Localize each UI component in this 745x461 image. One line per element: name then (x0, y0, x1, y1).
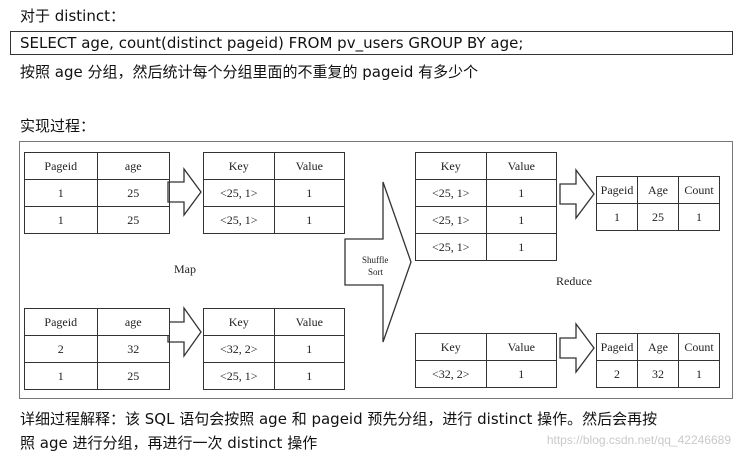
table-cell: <32, 2> (203, 335, 275, 363)
table-cell: 1 (485, 360, 557, 388)
table-cell: 32 (96, 335, 170, 363)
header-cell: Value (273, 152, 345, 180)
implementation-title: 实现过程： (20, 117, 96, 135)
table-cell: 1 (678, 360, 720, 388)
shuffle-label: Shuffle (362, 255, 389, 265)
table-cell: 1 (273, 335, 345, 363)
table-cell: 1 (24, 179, 98, 207)
arrows-layer (167, 167, 595, 374)
heading: 对于 distinct： (20, 7, 125, 25)
map-label: Map (174, 262, 196, 276)
table-cell: <25, 1> (203, 206, 275, 234)
table-cell: 25 (96, 179, 170, 207)
reduce-label: Reduce (556, 274, 592, 288)
header-cell: Age (637, 333, 679, 361)
sort-label: Sort (368, 267, 384, 277)
table-cell: 1 (273, 179, 345, 207)
table-cell: 25 (96, 206, 170, 234)
header-cell: Key (415, 152, 487, 180)
header-cell: Count (678, 333, 720, 361)
description: 按照 age 分组，然后统计每个分组里面的不重复的 pageid 有多少个 (20, 63, 479, 81)
header-cell: Value (485, 152, 557, 180)
table-cell: 1 (273, 206, 345, 234)
header-cell: Value (485, 333, 557, 361)
arrow-shuffle (344, 181, 412, 343)
arrow-result-bottom (559, 322, 595, 374)
header-cell: Key (415, 333, 487, 361)
table-cell: 25 (637, 203, 679, 231)
explanation-line-1: 详细过程解释：该 SQL 语句会按照 age 和 pageid 预先分组，进行 … (20, 410, 658, 428)
arrow-input-bottom (167, 305, 202, 359)
table-cell: 2 (596, 360, 638, 388)
header-cell: Key (203, 152, 275, 180)
arrow-result-top (559, 168, 595, 220)
table-cell: 1 (273, 362, 345, 390)
table-cell: 1 (596, 203, 638, 231)
header-cell: age (96, 308, 170, 336)
header-cell: Pageid (24, 152, 98, 180)
header-cell: Age (637, 176, 679, 204)
table-cell: 25 (96, 362, 170, 390)
table-cell: <25, 1> (415, 179, 487, 207)
table-cell: 1 (24, 362, 98, 390)
table-cell: <25, 1> (203, 362, 275, 390)
table-cell: 1 (485, 206, 557, 234)
header-cell: Pageid (24, 308, 98, 336)
table-cell: <32, 2> (415, 360, 487, 388)
header-cell: Count (678, 176, 720, 204)
table-cell: <25, 1> (415, 206, 487, 234)
table-cell: <25, 1> (203, 179, 275, 207)
table-cell: <25, 1> (415, 233, 487, 261)
table-cell: 1 (485, 179, 557, 207)
table-cell: 2 (24, 335, 98, 363)
table-cell: 32 (637, 360, 679, 388)
header-cell: Key (203, 308, 275, 336)
header-cell: Pageid (596, 333, 638, 361)
table-cell: 1 (678, 203, 720, 231)
sql-code-box: SELECT age, count(distinct pageid) FROM … (10, 31, 733, 55)
header-cell: age (96, 152, 170, 180)
table-cell: 1 (24, 206, 98, 234)
arrow-input-top (167, 167, 202, 217)
explanation-line-2: 照 age 进行分组，再进行一次 distinct 操作 (20, 434, 318, 452)
header-cell: Value (273, 308, 345, 336)
header-cell: Pageid (596, 176, 638, 204)
table-cell: 1 (485, 233, 557, 261)
watermark: https://blog.csdn.net/qq_42246689 (546, 433, 731, 447)
